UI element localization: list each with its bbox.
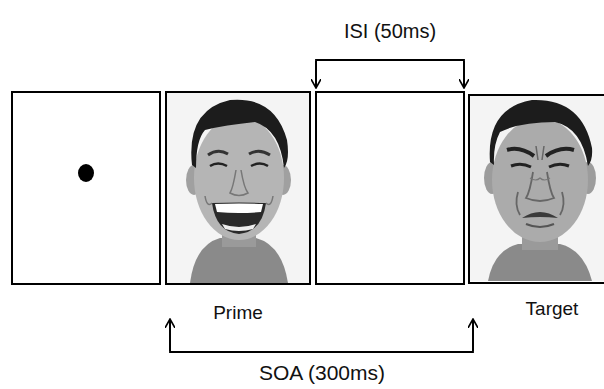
interval-label: SOA (300ms)	[259, 361, 385, 384]
prime-frame	[166, 92, 310, 284]
frame-label: Prime	[213, 303, 263, 324]
isi-arrow-right	[463, 61, 465, 87]
frame-label: Target	[526, 299, 579, 320]
soa-arrow-right	[472, 320, 474, 351]
happy-face	[167, 93, 309, 283]
fixation-frame	[12, 92, 160, 284]
target-frame	[469, 95, 604, 283]
soa-bracket	[170, 320, 473, 352]
interval-label: ISI (50ms)	[344, 20, 436, 42]
isi-arrow-left	[315, 61, 317, 87]
disgust-face	[470, 96, 604, 281]
soa-arrow-left	[169, 320, 171, 351]
fixation-dot	[78, 164, 94, 182]
isi-bracket	[316, 60, 464, 87]
blank-frame	[316, 92, 464, 284]
